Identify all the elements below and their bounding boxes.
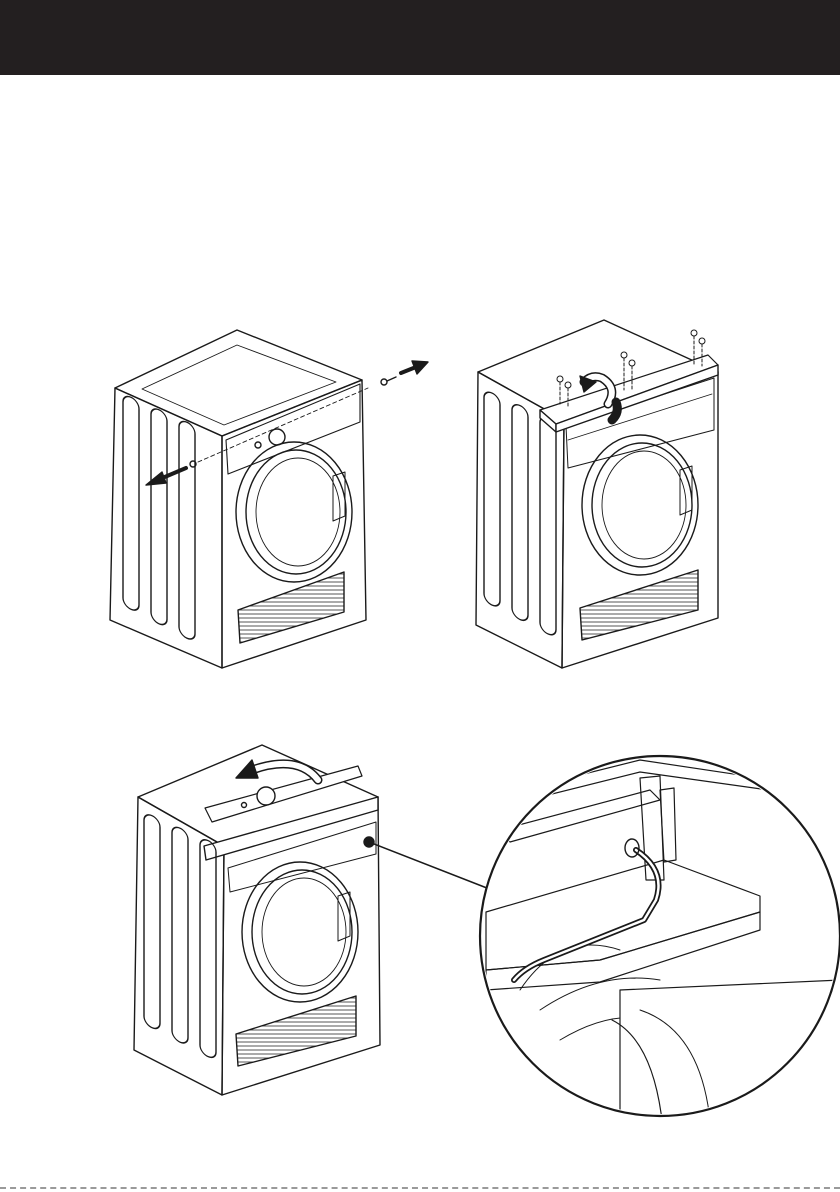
dryer-icon (110, 330, 366, 668)
arrow-right-icon (401, 361, 428, 374)
figure-step-2 (476, 320, 718, 668)
magnifier-detail-icon (480, 756, 840, 1120)
screw-icon (190, 377, 396, 467)
figure-step-1 (110, 330, 428, 668)
figure-step-3 (134, 745, 840, 1120)
footer-rule (0, 1187, 840, 1189)
rotate-arrow-icon (236, 760, 318, 780)
arrow-left-icon (146, 468, 186, 485)
